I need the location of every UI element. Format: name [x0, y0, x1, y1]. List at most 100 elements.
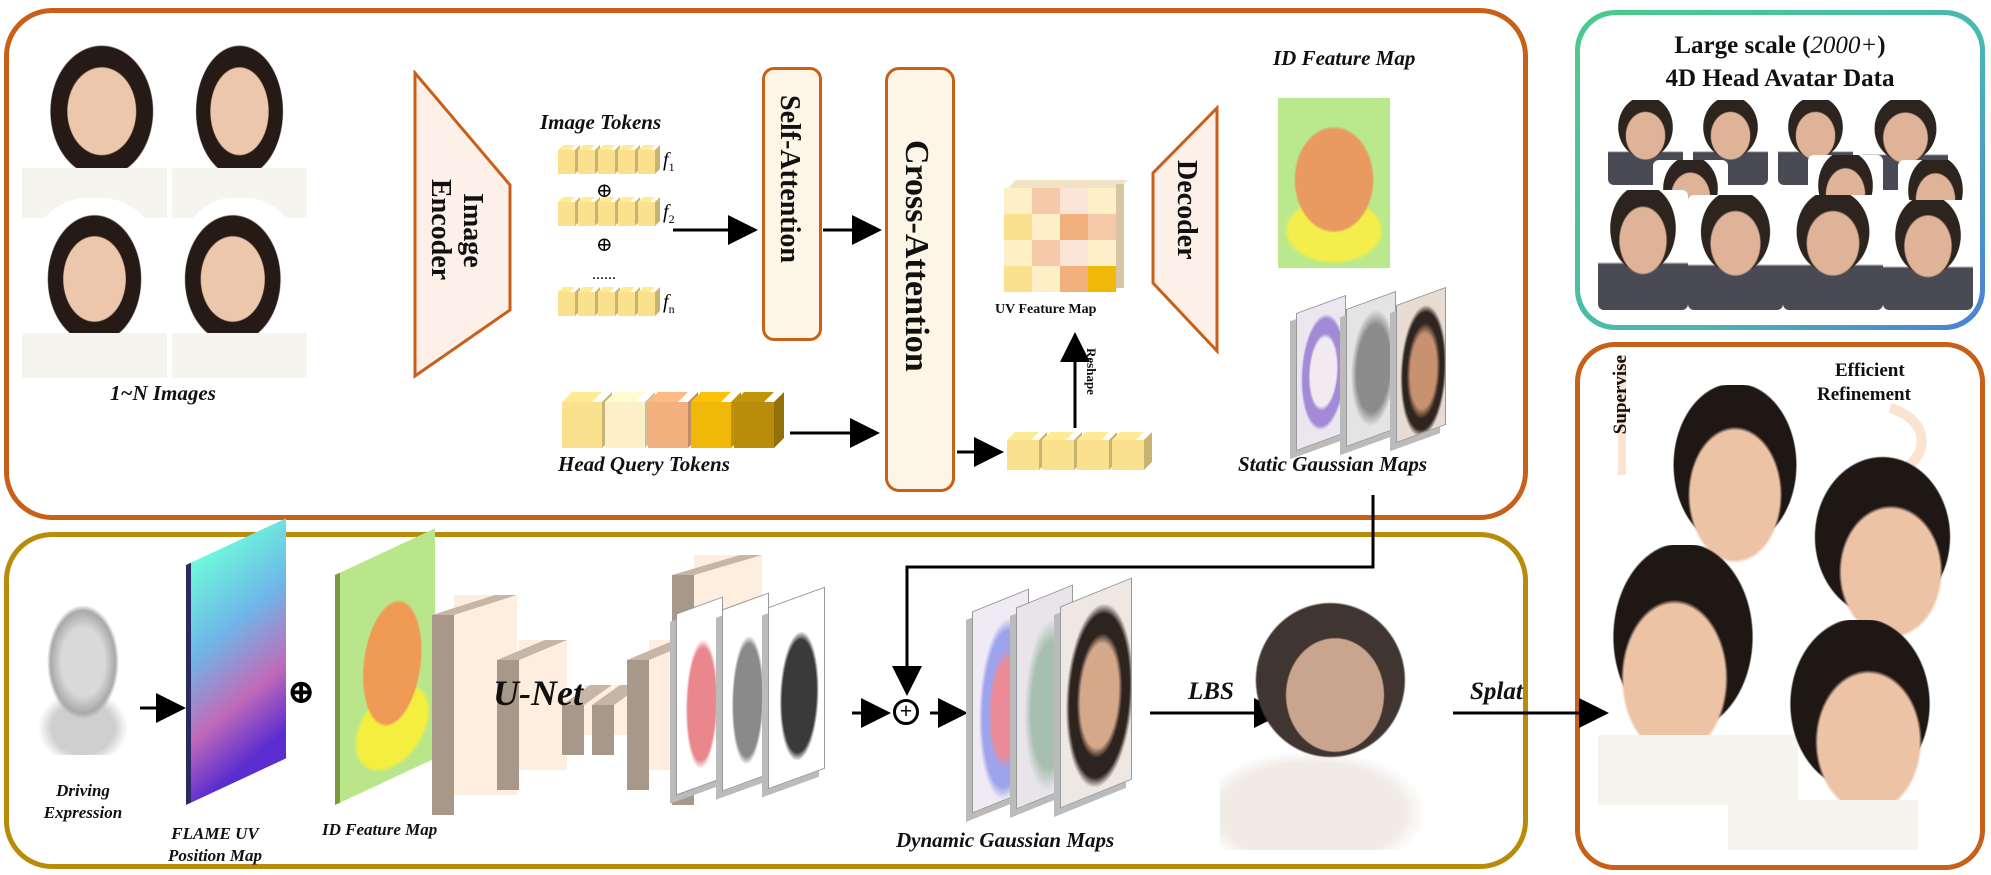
add-symbol: ⊕	[596, 234, 613, 256]
head-query-tokens	[562, 392, 784, 448]
image-token	[598, 287, 620, 316]
uv-feature-cell	[1060, 214, 1088, 240]
point-cloud-avatar	[1220, 600, 1450, 850]
dynamic-animation-panel	[4, 532, 1528, 869]
image-token	[558, 197, 580, 226]
image-token	[598, 145, 620, 174]
reshape-label: Reshape	[1084, 348, 1099, 395]
uv-token	[1077, 432, 1117, 470]
dataset-face	[1598, 190, 1688, 310]
uv-feature-cell	[1032, 188, 1060, 214]
uv-token	[1007, 432, 1047, 470]
ellipsis: ......	[592, 266, 616, 283]
id-feature-map-label-bottom: ID Feature Map	[322, 820, 438, 839]
unet-output-maps	[672, 585, 847, 800]
dynamic-gaussian-maps	[968, 570, 1148, 820]
dataset-title-line1: Large scale (2000+)	[1600, 32, 1960, 60]
uv-feature-map	[1004, 180, 1128, 295]
refinement-panel	[1575, 342, 1985, 870]
image-token	[558, 145, 580, 174]
image-token	[638, 287, 660, 316]
dynamic-gaussian-maps-label: Dynamic Gaussian Maps	[896, 828, 1115, 852]
uv-feature-cell	[1088, 188, 1116, 214]
uv-feature-cell	[1032, 240, 1060, 266]
static-gaussian-maps-label: Static Gaussian Maps	[1238, 452, 1428, 476]
dataset-count: 2000+	[1810, 32, 1878, 59]
add-symbol: ⊕	[596, 180, 613, 202]
uv-feature-map-label: UV Feature Map	[995, 302, 1097, 317]
supervise-label: Supervise	[1610, 355, 1631, 435]
head-query-tokens-label: Head Query Tokens	[558, 452, 730, 476]
image-encoder-label: Image Encoder	[425, 179, 488, 281]
cross-attention-label: Cross-Attention	[898, 140, 935, 372]
decoder-label: Decoder	[1171, 160, 1202, 260]
uv-feature-cell	[1060, 240, 1088, 266]
uv-feature-cell	[1004, 188, 1032, 214]
unet-layer	[497, 640, 567, 790]
refinement-label-line1: Efficient	[1835, 360, 1905, 381]
uv-feature-cell	[1088, 266, 1116, 292]
image-tokens-label: Image Tokens	[540, 110, 662, 134]
id-feature-map-image	[1278, 98, 1390, 268]
token-row-label: fn	[663, 291, 675, 316]
supervise-arrow	[1618, 355, 1626, 475]
head-query-token	[734, 392, 784, 448]
image-token	[578, 197, 600, 226]
shirt	[172, 333, 307, 378]
flame-uv-label: FLAME UV Position Map	[168, 824, 262, 865]
id-feature-map-bottom	[335, 528, 435, 805]
dataset-face	[1783, 195, 1883, 310]
static-gaussian-maps	[1292, 286, 1462, 452]
driving-expression-mesh	[38, 605, 128, 755]
image-token	[578, 145, 600, 174]
dataset-faces-collage	[1598, 100, 1973, 310]
refined-avatar-right	[1800, 455, 1965, 650]
input-images-grid	[22, 28, 307, 378]
uv-feature-cell	[1004, 214, 1032, 240]
uv-feature-cell	[1004, 240, 1032, 266]
dataset-face	[1883, 200, 1973, 310]
image-token	[558, 287, 580, 316]
uv-feature-cell	[1032, 266, 1060, 292]
uv-token	[1042, 432, 1082, 470]
uv-feature-cell	[1060, 266, 1088, 292]
uv-feature-cell	[1032, 214, 1060, 240]
shirt	[1598, 735, 1798, 805]
image-token	[618, 197, 640, 226]
identity-encoding-panel	[4, 8, 1528, 520]
decoder-block	[1151, 105, 1219, 355]
uv-token	[1112, 432, 1152, 470]
image-token	[598, 197, 620, 226]
image-token	[578, 287, 600, 316]
input-images-label: 1~N Images	[110, 381, 216, 405]
splat-label: Splat	[1470, 678, 1523, 705]
shirt	[22, 333, 167, 378]
add-symbol-2: +	[893, 699, 919, 725]
image-token	[618, 145, 640, 174]
dataset-title-prefix: Large scale (	[1674, 32, 1811, 59]
flame-uv-position-map	[186, 518, 286, 805]
uv-feature-cell	[1004, 266, 1032, 292]
dataset-title-line2: 4D Head Avatar Data	[1665, 65, 1895, 92]
token-row-label: f2	[663, 201, 675, 226]
uv-feature-cell	[1088, 240, 1116, 266]
uv-feature-cell	[1060, 188, 1088, 214]
dataset-face	[1688, 195, 1783, 310]
refined-avatar-up	[1775, 620, 1945, 830]
image-token	[638, 197, 660, 226]
image-encoder-block	[413, 70, 512, 379]
cross-attention-block	[885, 67, 955, 492]
unet-label: U-Net	[493, 673, 583, 713]
add-symbol-1: ⊕	[287, 674, 316, 711]
shirt	[1728, 800, 1918, 850]
id-feature-map-label-top: ID Feature Map	[1273, 46, 1416, 70]
token-row-label: f1	[663, 149, 675, 174]
dataset-title-suffix: )	[1877, 32, 1886, 59]
driving-expression-label: Driving Expression	[43, 781, 123, 822]
self-attention-block	[762, 67, 822, 341]
refinement-label-line2: Refinement	[1817, 384, 1911, 405]
uv-token-row	[1007, 432, 1157, 472]
self-attention-label: Self-Attention	[774, 95, 805, 263]
image-token	[638, 145, 660, 174]
plus-glyph: +	[899, 698, 913, 723]
